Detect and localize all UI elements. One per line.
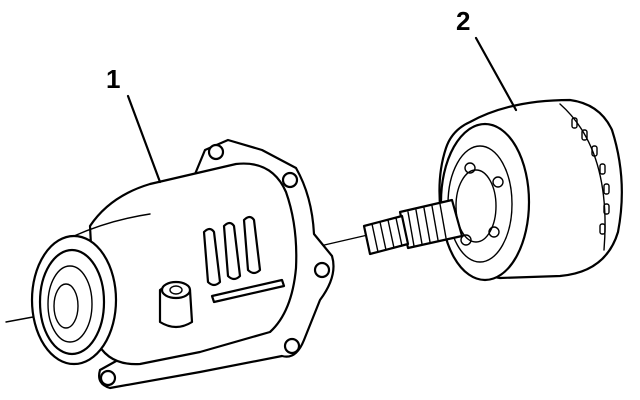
callout-2: 2 bbox=[456, 6, 470, 36]
housing-body bbox=[88, 162, 298, 366]
flange-bolt-hole bbox=[281, 171, 299, 189]
drum-hub-inner bbox=[455, 169, 497, 243]
centerline-middle bbox=[319, 233, 373, 247]
flange-bolt-hole bbox=[99, 369, 117, 387]
flange-bolt-hole bbox=[283, 337, 301, 355]
shaft-threads bbox=[371, 217, 403, 253]
callout-1: 1 bbox=[106, 64, 120, 94]
leader-line-2 bbox=[474, 36, 518, 112]
housing-front-bore bbox=[47, 265, 93, 343]
hub-bolt bbox=[488, 226, 500, 238]
sensor-boss-hole bbox=[169, 285, 183, 295]
shaft-splines bbox=[407, 203, 447, 247]
sensor-boss-top bbox=[160, 280, 192, 300]
housing-front-ring bbox=[38, 248, 106, 356]
housing-slots bbox=[202, 215, 286, 304]
flange-bolt-hole bbox=[313, 261, 331, 279]
drum-front-face bbox=[439, 122, 531, 282]
part-1-housing bbox=[30, 138, 335, 390]
hub-bolt bbox=[460, 234, 472, 246]
leader-line-1 bbox=[126, 94, 162, 184]
hub-bolt bbox=[464, 162, 476, 174]
housing-front-bore-inner bbox=[53, 283, 79, 329]
hub-bolt bbox=[492, 176, 504, 188]
drum-slots bbox=[571, 117, 610, 235]
housing-ring-edge bbox=[73, 213, 151, 237]
flange-bolt-hole bbox=[207, 143, 225, 161]
part-2-drum-assembly bbox=[362, 98, 623, 282]
